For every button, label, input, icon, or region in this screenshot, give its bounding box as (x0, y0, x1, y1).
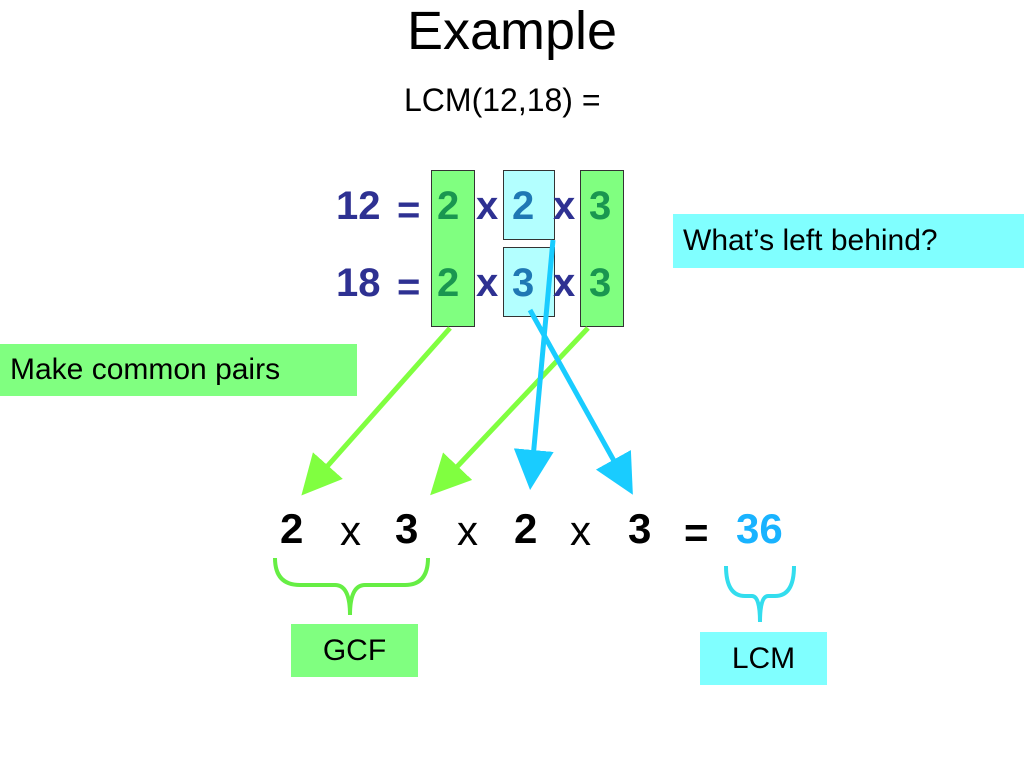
left-behind-callout: What’s left behind? (673, 214, 1024, 268)
product-times-2: x (457, 507, 478, 554)
row1-times-1: x (476, 184, 499, 228)
product-result: 36 (736, 505, 783, 552)
arrow-cyan-1 (513, 239, 556, 490)
product-times-3: x (570, 507, 591, 554)
product-factor-b: 3 (395, 505, 419, 552)
gcf-label-box: GCF (291, 624, 418, 677)
common-pair-box-right (580, 170, 624, 327)
common-pairs-text: Make common pairs (10, 353, 281, 386)
slide-title: Example (406, 1, 618, 61)
lcm-brace (724, 565, 796, 623)
row1-number: 12 (336, 184, 381, 228)
lcm-label-box: LCM (700, 632, 827, 685)
product-factor-c: 2 (514, 505, 538, 552)
lcm-label: LCM (731, 641, 796, 675)
gcf-brace (273, 557, 430, 616)
row2-factor-3: 3 (589, 261, 612, 305)
row1-factor-2: 2 (512, 184, 535, 228)
row2-factor-2: 3 (512, 261, 535, 305)
row2-times-2: x (553, 261, 576, 305)
row1-factor-1: 2 (437, 184, 460, 228)
common-pairs-callout: Make common pairs (0, 344, 357, 396)
row1-equals: = (397, 188, 421, 232)
product-factor-d: 3 (628, 505, 652, 552)
row1-times-2: x (553, 184, 576, 228)
common-pair-box-left (431, 170, 475, 327)
row2-equals: = (397, 265, 421, 309)
product-times-1: x (340, 507, 361, 554)
gcf-label: GCF (322, 633, 387, 667)
row1-factor-3: 3 (589, 184, 612, 228)
arrow-green-right (430, 326, 590, 496)
product-equals: = (684, 509, 709, 556)
row2-number: 18 (336, 261, 381, 305)
product-factor-a: 2 (280, 505, 304, 552)
row2-times-1: x (476, 261, 499, 305)
arrow-cyan-2 (527, 308, 633, 495)
arrow-green-left (301, 326, 452, 496)
lcm-expression: LCM(12,18) = (404, 82, 601, 118)
left-behind-text: What’s left behind? (683, 224, 938, 257)
row2-factor-1: 2 (437, 261, 460, 305)
leftover-box-top (503, 170, 555, 240)
